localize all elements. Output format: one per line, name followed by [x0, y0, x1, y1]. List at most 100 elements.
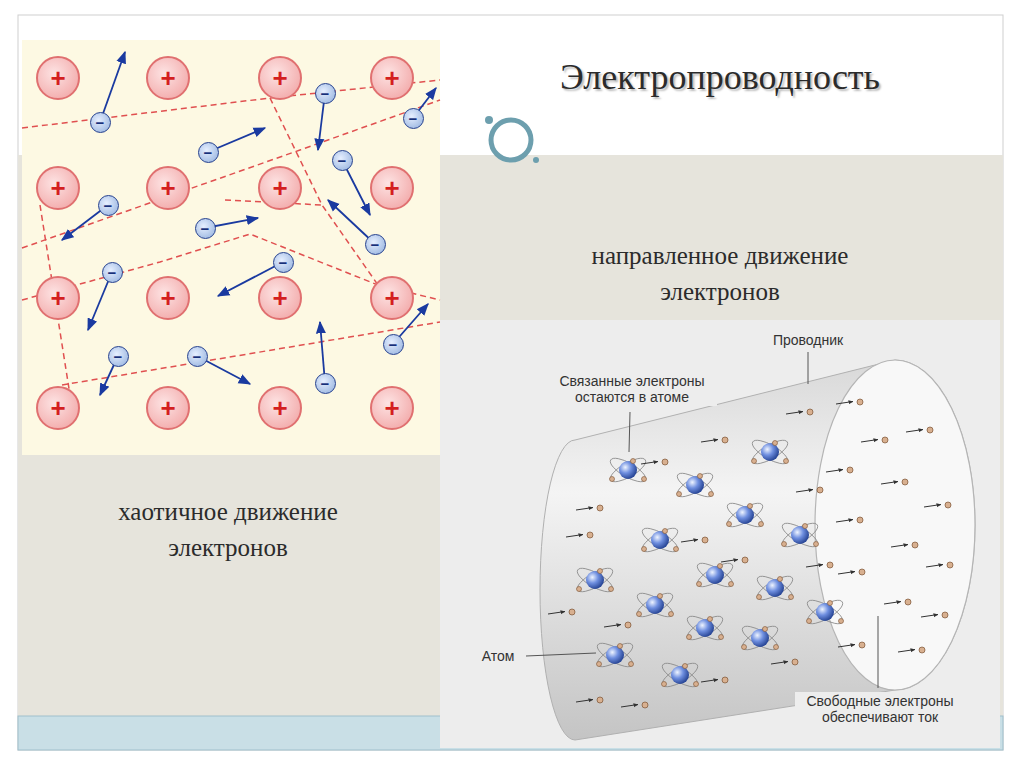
electron-charge: −	[389, 337, 398, 352]
positive-ion: +	[36, 386, 80, 430]
electron-charge: −	[338, 153, 347, 168]
atom	[749, 436, 791, 468]
free-electron	[881, 479, 908, 485]
electron-charge: −	[279, 255, 288, 270]
electron-charge: −	[96, 115, 105, 130]
free-electron	[796, 487, 823, 493]
electron-path	[22, 80, 440, 395]
free-electron	[786, 409, 813, 415]
free-electron	[771, 659, 798, 665]
atom	[804, 596, 846, 628]
free-electron	[681, 537, 708, 543]
electron-charge: −	[108, 265, 117, 280]
free-electron	[838, 642, 865, 648]
atom	[659, 659, 701, 691]
free-electron	[921, 612, 948, 618]
atom	[594, 639, 636, 671]
positive-ion: +	[370, 386, 414, 430]
slide-title: Электропроводность	[560, 56, 880, 98]
electron: −	[332, 150, 353, 171]
free-electron	[701, 437, 728, 443]
conductor-body	[540, 360, 975, 740]
electron: −	[403, 108, 424, 129]
ion-charge: +	[160, 285, 175, 311]
atom	[779, 519, 821, 551]
ion-charge: +	[384, 285, 399, 311]
ion-charge: +	[272, 175, 287, 201]
electron: −	[273, 252, 294, 273]
free-electron	[621, 702, 648, 708]
ion-charge: +	[160, 65, 175, 91]
positive-ion: +	[146, 56, 190, 100]
free-electron	[898, 647, 925, 653]
free-electron	[924, 502, 951, 508]
positive-ion: +	[146, 276, 190, 320]
panel-caption: хаотичное движение электронов	[73, 494, 383, 567]
electron-charge: −	[371, 237, 380, 252]
electron: −	[315, 373, 336, 394]
conductor-end	[815, 360, 975, 690]
part-label: Атом	[471, 647, 525, 665]
electron: −	[315, 83, 336, 104]
electron-charge: −	[321, 376, 330, 391]
ion-charge: +	[50, 395, 65, 421]
atom-group	[574, 436, 846, 691]
atom	[634, 589, 676, 621]
free-electron	[826, 467, 853, 473]
free-electron	[566, 532, 593, 538]
free-electron	[576, 697, 603, 703]
ring-dot	[485, 116, 493, 124]
leader-line	[526, 352, 878, 688]
atom	[674, 469, 716, 501]
free-electron	[806, 562, 833, 568]
positive-ion: +	[36, 56, 80, 100]
electron-charge: −	[114, 349, 123, 364]
atom	[754, 572, 796, 604]
ion-charge: +	[384, 395, 399, 421]
free-electron	[906, 427, 933, 433]
free-electron	[641, 459, 668, 465]
free-electron	[884, 599, 911, 605]
electron: −	[108, 346, 129, 367]
positive-ion: +	[258, 276, 302, 320]
atom	[739, 622, 781, 654]
part-label: Проводник	[753, 331, 863, 349]
ring-ornament	[491, 120, 531, 160]
free-electron-group	[548, 399, 953, 708]
electron: −	[90, 112, 111, 133]
ion-charge: +	[272, 65, 287, 91]
velocity-arrow	[62, 52, 436, 395]
slide-frame	[18, 15, 1003, 750]
free-electron	[836, 399, 863, 405]
atom	[607, 454, 649, 486]
positive-ion: +	[370, 56, 414, 100]
electron: −	[383, 334, 404, 355]
free-electron	[721, 557, 748, 563]
atom	[694, 559, 736, 591]
part-label: Свободные электроны обеспечивают ток	[795, 692, 965, 726]
electron: −	[187, 346, 208, 367]
positive-ion: +	[36, 166, 80, 210]
positive-ion: +	[258, 56, 302, 100]
free-electron	[838, 569, 865, 575]
positive-ion: +	[258, 166, 302, 210]
atom	[724, 499, 766, 531]
free-electron	[891, 542, 918, 548]
positive-ion: +	[370, 166, 414, 210]
free-electron	[548, 609, 575, 615]
ion-charge: +	[384, 175, 399, 201]
positive-ion: +	[146, 166, 190, 210]
atom	[684, 612, 726, 644]
electron-charge: −	[201, 221, 210, 236]
conductor-panel	[440, 320, 1000, 748]
electron-charge: −	[409, 111, 418, 126]
ion-charge: +	[160, 175, 175, 201]
ion-charge: +	[384, 65, 399, 91]
free-electron	[926, 562, 953, 568]
ion-charge: +	[272, 285, 287, 311]
part-label: Связанные электроны остаются в атоме	[547, 372, 717, 406]
positive-ion: +	[370, 276, 414, 320]
electron-charge: −	[204, 145, 213, 160]
ion-charge: +	[50, 65, 65, 91]
